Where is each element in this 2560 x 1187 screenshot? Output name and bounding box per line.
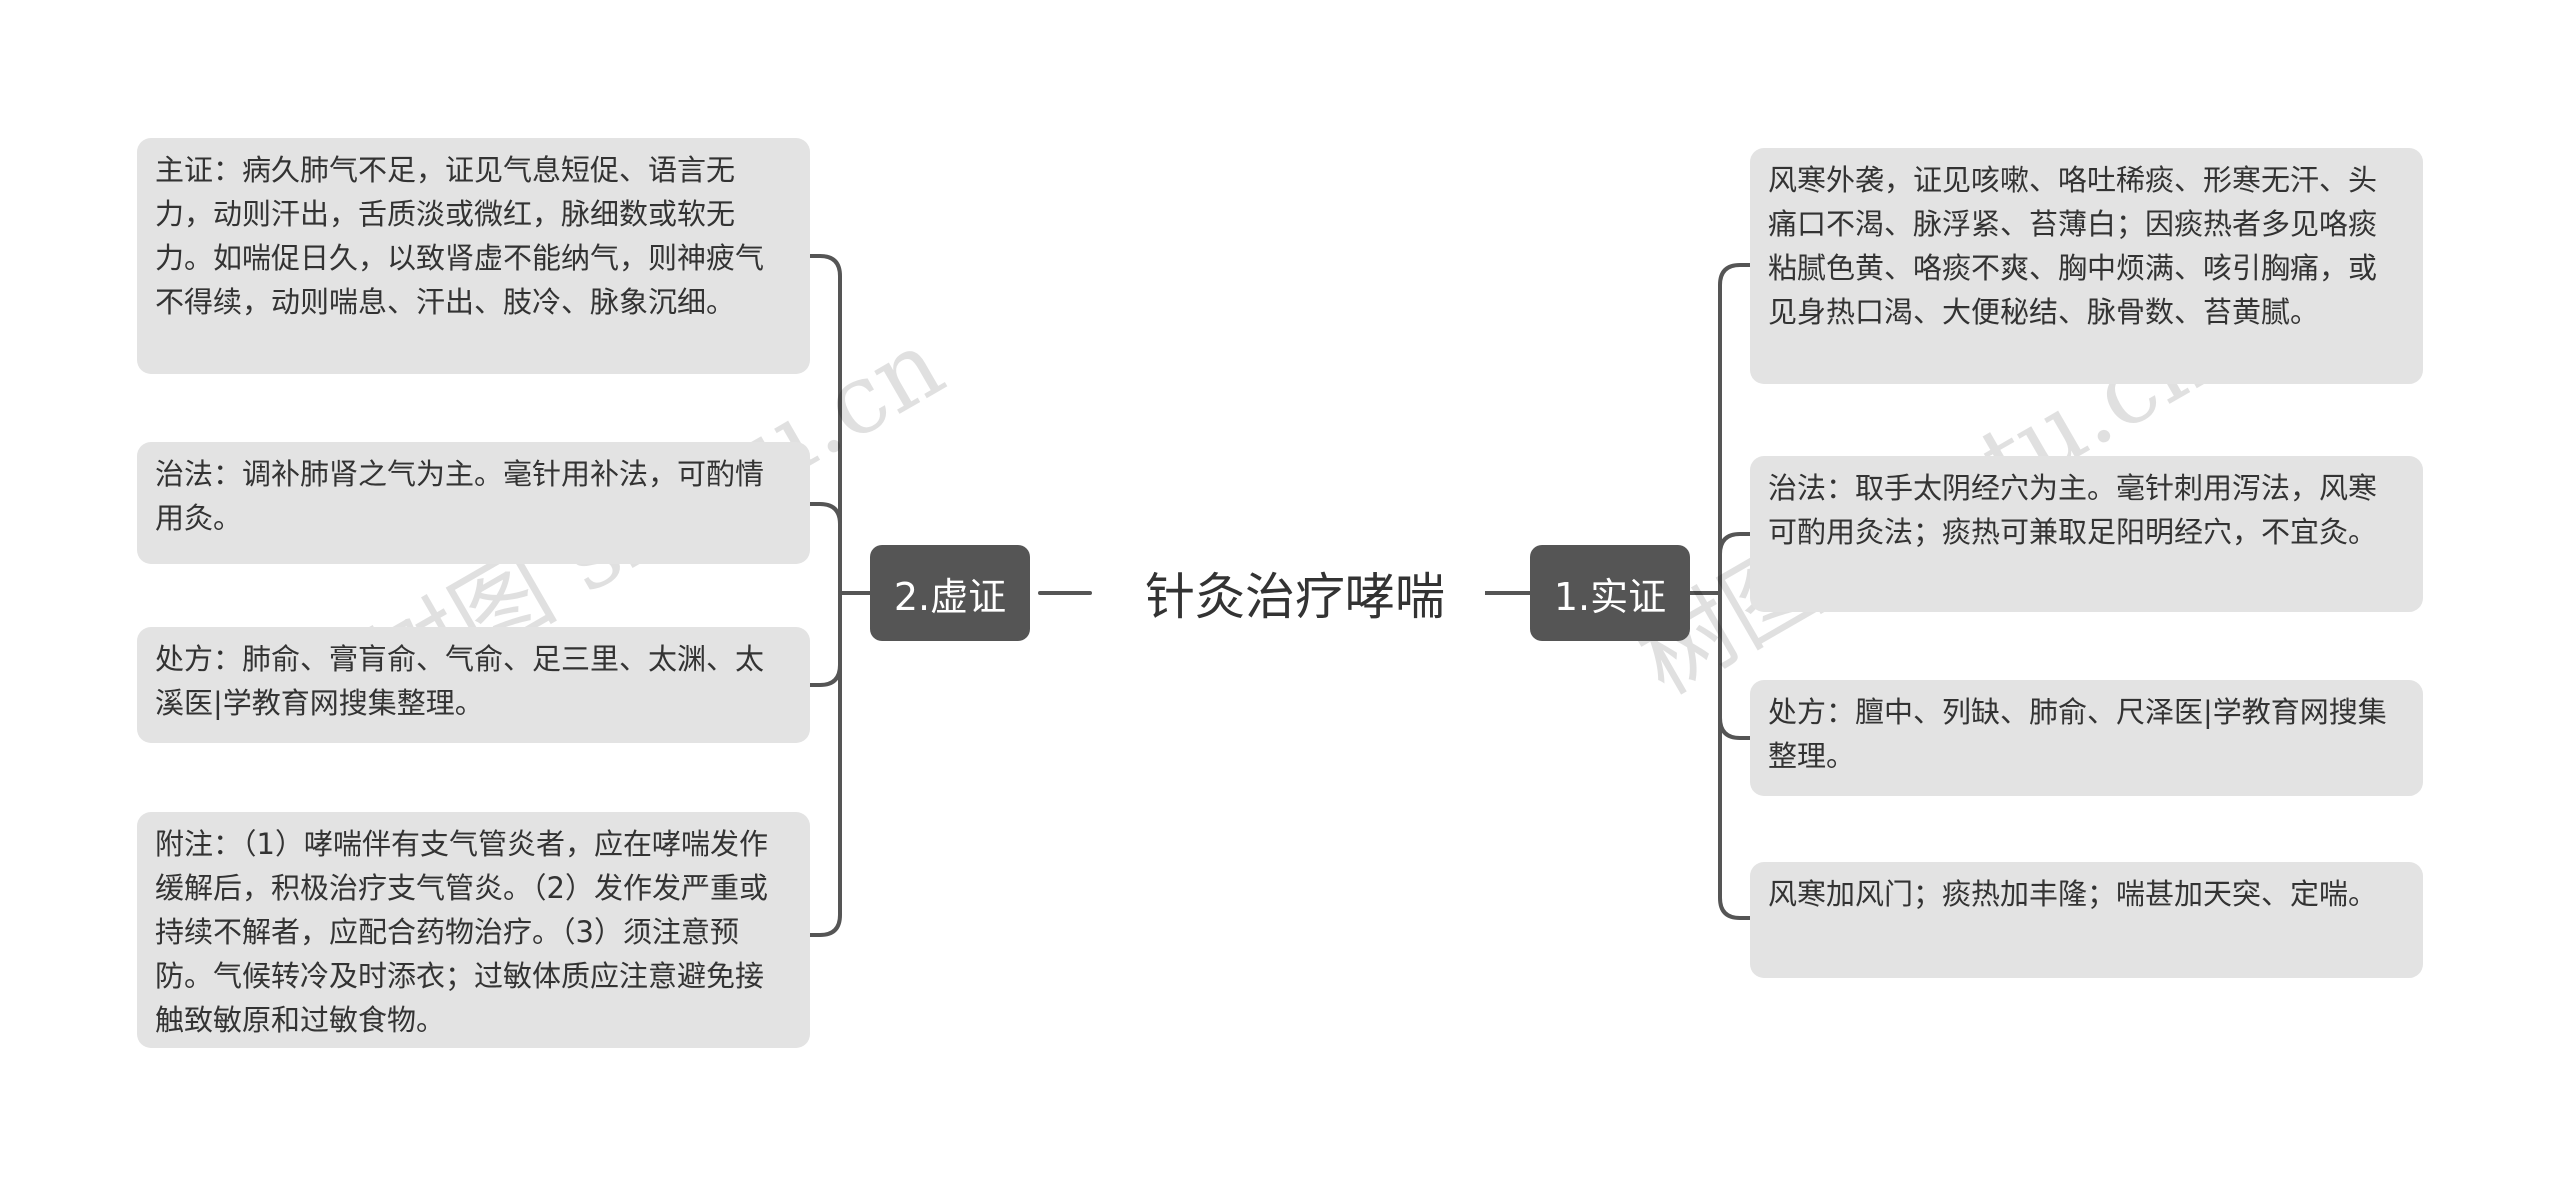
left-connector-1 — [808, 254, 842, 595]
left-leaf-main-symptoms[interactable]: 主证：病久肺气不足，证见气息短促、语言无力，动则汗出，舌质淡或微红，脉细数或软无… — [137, 138, 810, 374]
right-connector-2 — [1718, 532, 1752, 595]
branch-xuzheng[interactable]: 2.虚证 — [870, 545, 1030, 641]
right-connector-3 — [1718, 591, 1752, 740]
right-leaf-additions[interactable]: 风寒加风门；痰热加丰隆；喘甚加天突、定喘。 — [1750, 862, 2423, 978]
left-leaf-treatment-method[interactable]: 治法：调补肺肾之气为主。毫针用补法，可酌情用灸。 — [137, 442, 810, 564]
left-connector-2 — [808, 502, 842, 595]
right-connector-1 — [1718, 263, 1752, 595]
left-leaf-notes[interactable]: 附注：（1）哮喘伴有支气管炎者，应在哮喘发作缓解后，积极治疗支气管炎。（2）发作… — [137, 812, 810, 1048]
left-leaf-prescription[interactable]: 处方：肺俞、膏肓俞、气俞、足三里、太渊、太溪医|学教育网搜集整理。 — [137, 627, 810, 743]
right-leaf-symptoms[interactable]: 风寒外袭，证见咳嗽、咯吐稀痰、形寒无汗、头痛口不渴、脉浮紧、苔薄白；因痰热者多见… — [1750, 148, 2423, 384]
right-connector-4 — [1718, 591, 1752, 920]
root-topic[interactable]: 针灸治疗哮喘 — [1105, 548, 1485, 638]
left-connector-4 — [808, 591, 842, 937]
right-leaf-treatment-method[interactable]: 治法：取手太阴经穴为主。毫针刺用泻法，风寒可酌用灸法；痰热可兼取足阳明经穴，不宜… — [1750, 456, 2423, 612]
left-connector-3 — [808, 591, 842, 687]
branch-shizheng[interactable]: 1.实证 — [1530, 545, 1690, 641]
right-leaf-prescription[interactable]: 处方：膻中、列缺、肺俞、尺泽医|学教育网搜集整理。 — [1750, 680, 2423, 796]
